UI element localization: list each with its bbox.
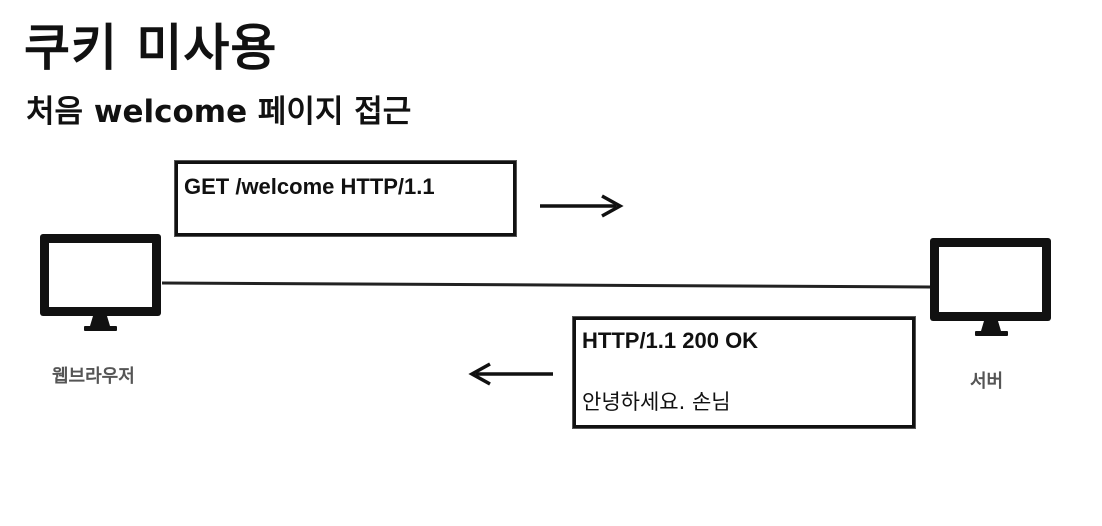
client-label: 웹브라우저 [52,366,135,387]
response-status-line: HTTP/1.1 200 OK [582,328,759,353]
response-arrow-icon [468,362,553,386]
request-arrow-icon [540,194,624,218]
response-body: 안녕하세요. 손님 [582,390,731,414]
client-monitor-icon [40,234,161,331]
request-message-box: GET /welcome HTTP/1.1 [175,161,516,236]
slide-title: 쿠키 미사용 [24,19,278,77]
slide-subtitle: 처음 welcome 페이지 접근 [26,94,412,130]
request-line: GET /welcome HTTP/1.1 [184,174,435,199]
server-label: 서버 [970,371,1004,392]
response-message-box: HTTP/1.1 200 OK 안녕하세요. 손님 [573,317,915,428]
connection-line [161,281,931,289]
server-monitor-icon [930,238,1051,336]
